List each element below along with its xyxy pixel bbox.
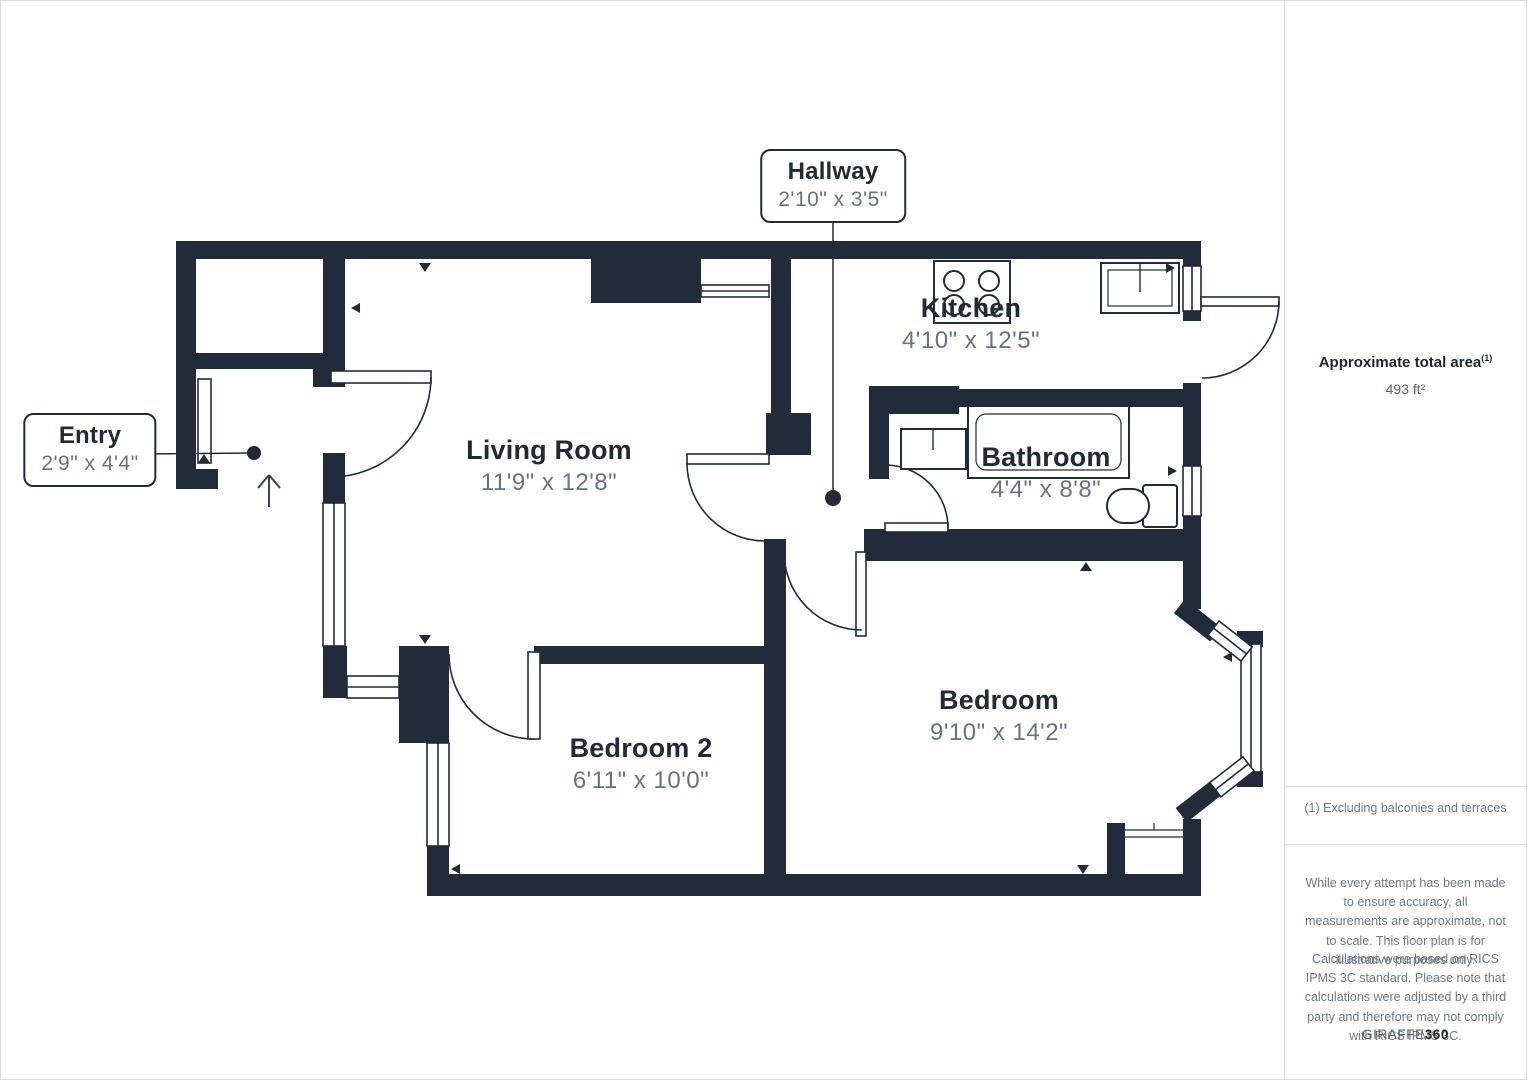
wall-closet-right [323,259,345,355]
marker-down [778,401,790,410]
entry-door-leaf [330,370,432,384]
entry-door-arc [330,376,432,478]
wall-right-4 [1183,516,1201,609]
windows [322,265,1262,847]
wall-top-interior-block [591,259,701,303]
stove-icon [933,260,1011,324]
room-dims: 2'10" x 3'5" [778,188,888,211]
marker-down [419,263,431,272]
total-area-block: Approximate total area(1) 493 ft² [1285,353,1526,397]
info-sidebar: Approximate total area(1) 493 ft² (1) Ex… [1284,1,1526,1079]
window-bathroom-right [1182,465,1202,517]
bedroom-door-leaf [855,551,867,637]
bathroom-door-leaf [884,522,949,533]
kitchen-exterior-door-arc [1201,300,1280,379]
wall-bottom [427,874,1201,896]
total-area-title: Approximate total area(1) [1285,353,1526,371]
wall-right-3 [1183,383,1201,466]
brand-primary: GIRAFFE [1361,1027,1425,1042]
callout-entry: Entry 2'9" x 4'4" [23,413,157,487]
wall-bedroom2-top [534,646,764,664]
window-bedroom2-left [426,742,450,847]
disclaimer-text: While every attempt has been made to ens… [1305,875,1506,968]
marker-down [419,635,431,644]
window-livingroom-bottom [346,675,400,699]
marker-right [1168,466,1177,476]
wall-bathroom-top [951,389,1201,407]
wall-left [176,259,196,489]
marker-right [1166,263,1175,273]
entry-leader-dot [247,446,261,460]
bathroom-sink-icon [900,428,967,470]
giraffe360-logo: GIRAFFE360 [1285,1027,1526,1042]
sidebar-divider [1285,844,1526,845]
wall-top [176,241,1201,259]
wall-right-5 [1183,819,1201,896]
window-livingroom-left [322,502,346,647]
wall-hallway-stub [766,413,811,455]
wall-bathroom-bottom [864,529,1201,561]
wall-right-2 [1183,311,1201,321]
room-dims: 2'9" x 4'4" [41,452,139,475]
wall-bay-cap-top [1173,599,1222,642]
hallway-leader-dot [825,490,841,506]
wall-pillar [399,646,449,743]
total-area-title-text: Approximate total area [1318,354,1482,371]
toilet-icon [1106,484,1178,528]
wall-kitchen-divider [771,259,791,419]
marker-down [1123,535,1135,544]
wall-livingroom-left-cap-bottom [323,646,347,698]
floorplan-drawing [142,223,1280,896]
wall-closet-bottom [196,353,345,369]
window-bay-vertical [1240,643,1262,773]
bedroom2-door-leaf [527,651,541,740]
marker-left [351,303,360,313]
label-leaders [142,223,841,506]
bathroom-door-arc [884,464,949,529]
marker-left [1223,652,1232,662]
marker-down [1077,865,1089,874]
total-area-superscript: (1) [1481,353,1493,363]
hallway-door-arc [686,462,766,542]
kitchen-exterior-door-leaf [1200,296,1280,307]
window-bay-bottom [1208,755,1256,798]
marker-left [451,864,460,874]
footnote-text: (1) Excluding balconies and terraces [1304,801,1507,815]
sidebar-divider [1285,786,1526,787]
measure-markers [198,263,1232,874]
doors [197,296,1280,740]
bathtub-icon [967,405,1130,479]
wall-bay-cap-bottom [1175,779,1223,823]
bedroom-door-arc [783,551,863,631]
hallway-door-leaf [686,453,770,465]
window-kitchen-right [1182,265,1202,312]
entrance-arrow-icon [257,474,281,507]
walls [176,241,1263,896]
wall-entry-bottom [176,469,218,489]
room-title: Entry [58,422,122,449]
marker-up [876,446,888,455]
wall-divider-bedrooms [764,539,786,874]
callout-hallway: Hallway 2'10" x 3'5" [760,149,906,223]
room-title: Hallway [787,158,879,185]
window-bay-top [1206,619,1254,663]
marker-up [1080,562,1092,571]
front-door-leaf [197,378,212,464]
window-interior-kitchen [700,284,770,298]
total-area-value: 493 ft² [1385,381,1426,397]
wall-alcove-stub [1107,823,1125,874]
closet-shelf-lines [1125,823,1183,838]
brand-secondary: 360 [1424,1027,1450,1042]
calculations-text: Calculations were based on RICS IPMS 3C … [1304,951,1507,1044]
wall-bathroom-left [869,406,889,479]
bedroom2-door-arc [448,653,535,740]
wall-right-1 [1183,241,1201,267]
wall-livingroom-left-cap-top [323,453,345,503]
entry-leader-line [142,452,255,455]
marker-up [198,454,210,463]
